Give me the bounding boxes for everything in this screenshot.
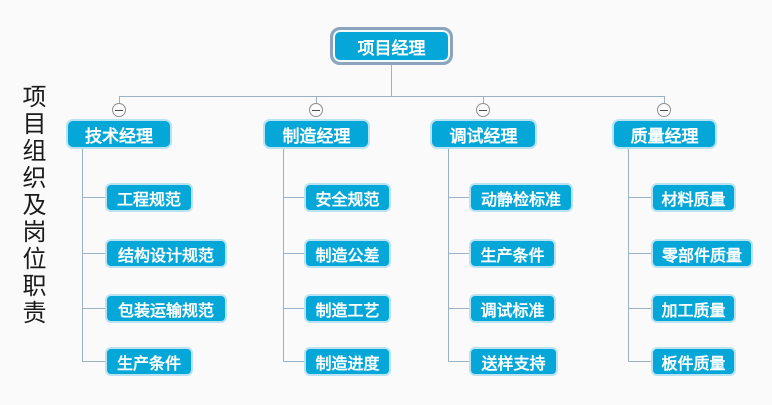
minus-glyph <box>115 109 123 111</box>
connector-line <box>628 149 629 362</box>
connector-line <box>82 149 83 362</box>
connector-line <box>316 96 317 103</box>
node-child[interactable]: 工程规范 <box>105 183 193 212</box>
node-child[interactable]: 生产条件 <box>105 347 193 376</box>
node-child[interactable]: 动静检标准 <box>469 183 573 212</box>
connector-line <box>628 361 651 362</box>
minus-circle-icon[interactable] <box>476 103 490 117</box>
node-child[interactable]: 安全规范 <box>304 183 391 212</box>
connector-line <box>82 253 105 254</box>
node-branch-manufacturing[interactable]: 制造经理 <box>263 119 370 149</box>
connector-line <box>119 96 120 103</box>
node-child[interactable]: 零部件质量 <box>651 239 753 268</box>
connector-line <box>628 197 651 198</box>
node-root[interactable]: 项目经理 <box>330 27 453 65</box>
minus-glyph <box>660 109 668 111</box>
node-child[interactable]: 生产条件 <box>469 239 556 268</box>
node-child[interactable]: 结构设计规范 <box>105 239 227 268</box>
connector-line <box>628 308 651 309</box>
connector-line <box>283 361 304 362</box>
minus-circle-icon[interactable] <box>309 103 323 117</box>
node-child[interactable]: 加工质量 <box>651 294 736 323</box>
node-child[interactable]: 送样支持 <box>469 347 558 376</box>
connector-line <box>82 197 105 198</box>
node-child[interactable]: 材料质量 <box>651 183 736 212</box>
node-branch-commissioning[interactable]: 调试经理 <box>430 119 537 149</box>
node-child[interactable]: 板件质量 <box>651 347 736 376</box>
node-child[interactable]: 制造工艺 <box>304 294 391 323</box>
page-title: 项目组织及岗位职责 <box>18 84 45 327</box>
connector-line <box>448 253 469 254</box>
connector-line <box>628 253 651 254</box>
connector-line <box>391 65 392 96</box>
node-child[interactable]: 制造进度 <box>304 347 391 376</box>
connector-line <box>664 96 665 103</box>
minus-circle-icon[interactable] <box>112 103 126 117</box>
connector-line <box>119 96 664 97</box>
connector-line <box>82 361 105 362</box>
connector-line <box>448 197 469 198</box>
connector-line <box>283 149 284 362</box>
connector-line <box>283 308 304 309</box>
node-branch-technical[interactable]: 技术经理 <box>66 119 172 149</box>
node-child[interactable]: 调试标准 <box>469 294 556 323</box>
minus-glyph <box>312 109 320 111</box>
connector-line <box>448 149 449 362</box>
connector-line <box>483 96 484 103</box>
node-child[interactable]: 制造公差 <box>304 239 391 268</box>
connector-line <box>283 253 304 254</box>
connector-line <box>448 308 469 309</box>
minus-glyph <box>479 109 487 111</box>
node-branch-quality[interactable]: 质量经理 <box>612 119 717 149</box>
minus-circle-icon[interactable] <box>657 103 671 117</box>
connector-line <box>82 308 105 309</box>
connector-line <box>283 197 304 198</box>
node-child[interactable]: 包装运输规范 <box>105 294 227 323</box>
connector-line <box>448 361 469 362</box>
